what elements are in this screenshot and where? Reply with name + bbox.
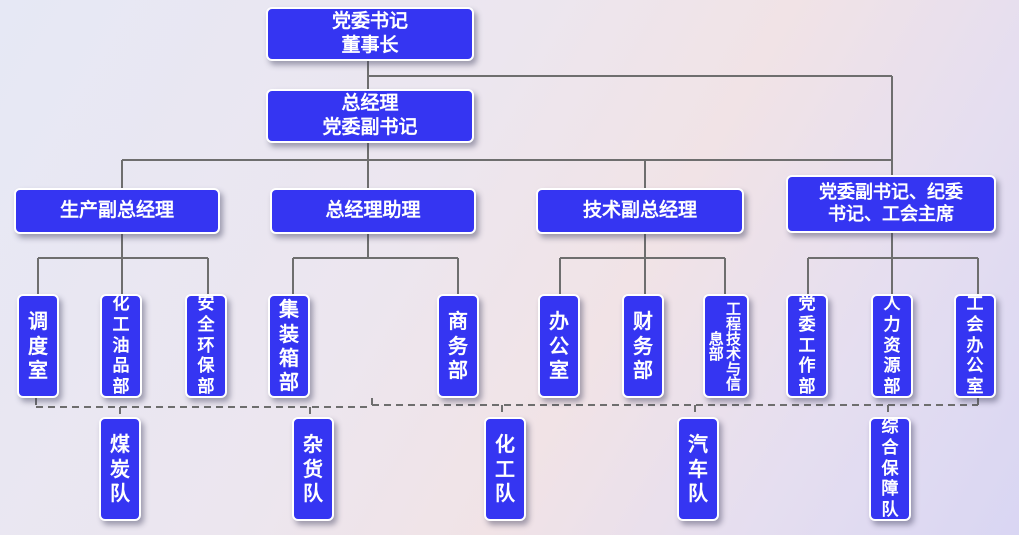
deputy-box-production: 生产副总经理 [14,188,220,234]
gm-label: 总经理 党委副书记 [322,92,418,138]
team-box: 化工队 [484,417,526,521]
deputy-label: 技术副总经理 [582,199,697,222]
dept-box: 工会办公室 [954,294,996,398]
gm-box: 总经理 党委副书记 [266,89,474,143]
dept-label: 财务部 [633,309,653,383]
dept-box: 集装箱部 [268,294,310,398]
team-box: 汽车队 [677,417,719,521]
dept-box: 安全环保部 [185,294,227,398]
team-box: 综合保障队 [869,417,911,521]
team-label: 汽车队 [688,432,708,506]
deputy-label: 党委副书记、纪委 书记、工会主席 [819,181,963,226]
dept-box: 党委工作部 [786,294,828,398]
dept-label: 调度室 [28,309,48,383]
deputy-box-technical: 技术副总经理 [536,188,744,234]
dept-label: 人力资源部 [883,294,901,398]
team-box: 煤炭队 [99,417,141,521]
dept-box: 调度室 [17,294,59,398]
dept-label: 集装箱部 [279,297,299,395]
dept-box-engineering: 工程技术与信息部 [703,294,749,398]
dept-label: 办公室 [549,309,569,383]
deputy-box-party: 党委副书记、纪委 书记、工会主席 [786,175,996,233]
dept-box: 商务部 [437,294,479,398]
team-label: 杂货队 [303,432,323,506]
dept-label: 安全环保部 [197,294,215,398]
team-box: 杂货队 [292,417,334,521]
dept-box: 化工油品部 [100,294,142,398]
chairman-label: 党委书记 董事长 [331,10,408,56]
dept-box: 人力资源部 [871,294,913,398]
team-label: 综合保障队 [881,417,899,521]
team-label: 煤炭队 [110,432,130,506]
dept-label: 商务部 [448,309,468,383]
dept-label: 化工油品部 [112,294,130,398]
dept-box: 办公室 [538,294,580,398]
chairman-box: 党委书记 董事长 [266,7,474,61]
dept-label: 工会办公室 [966,294,984,398]
dept-label: 党委工作部 [798,294,816,398]
dept-label: 工程技术与信息部 [706,301,742,391]
deputy-label: 生产副总经理 [59,199,174,222]
deputy-box-assistant: 总经理助理 [270,188,476,234]
dept-box: 财务部 [622,294,664,398]
deputy-label: 总经理助理 [325,199,421,222]
team-label: 化工队 [495,432,515,506]
